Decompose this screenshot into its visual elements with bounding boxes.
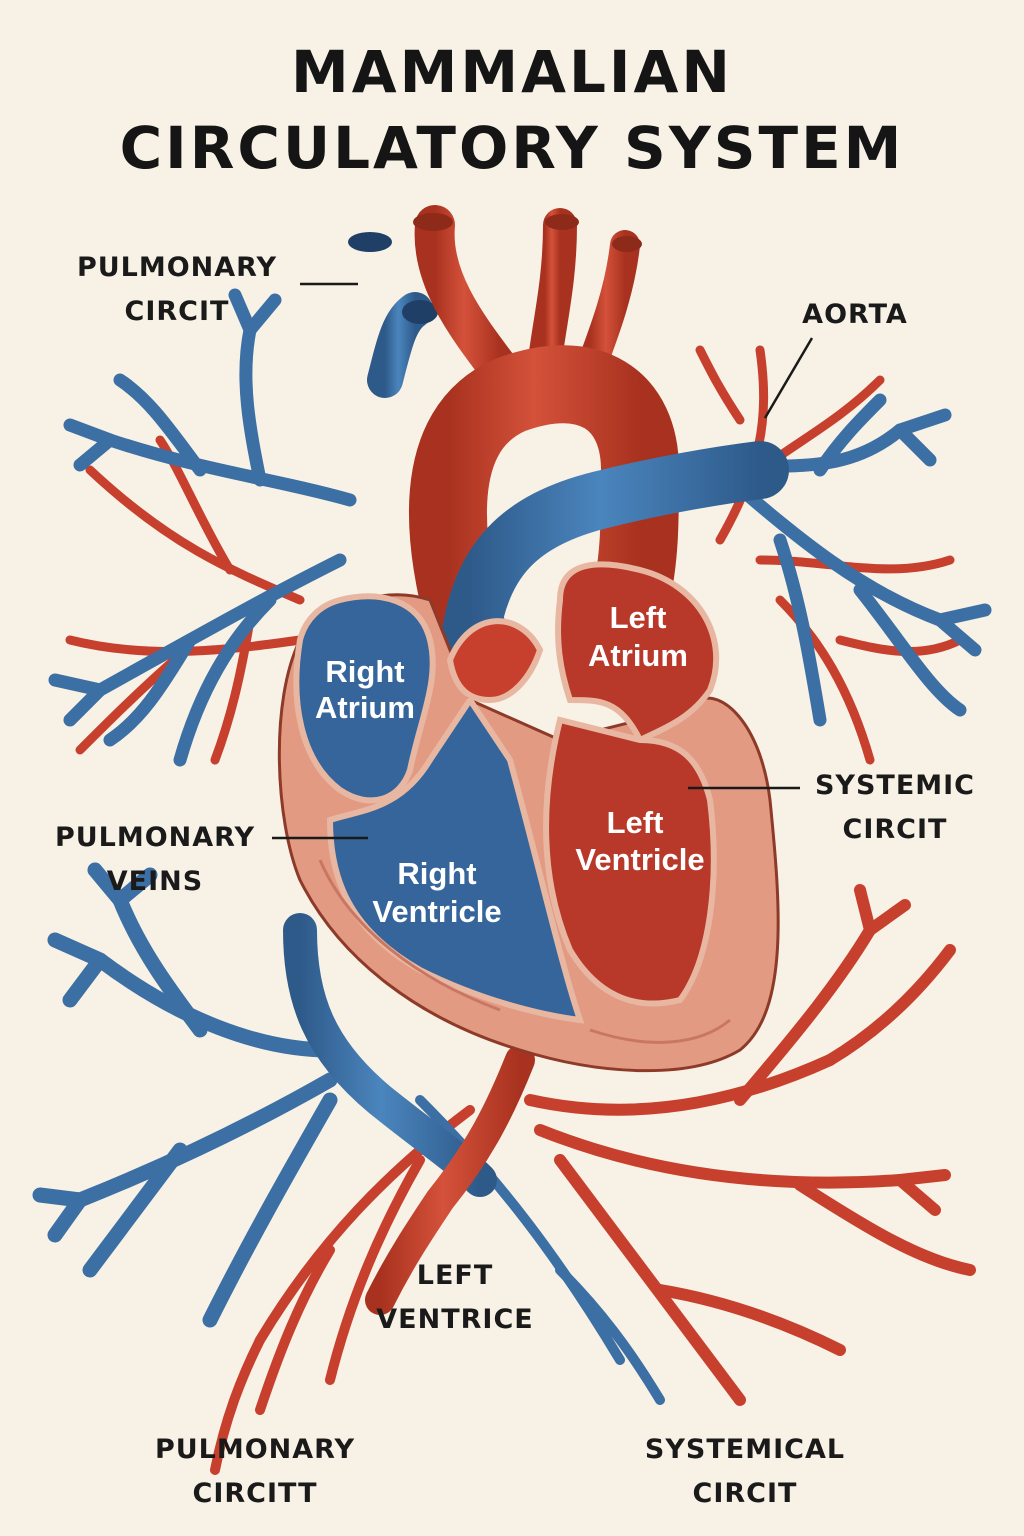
label-systemic-circit: SYSTEMIC CIRCIT [790, 764, 1000, 852]
leader-lines [272, 282, 814, 840]
left-ventricle-label-2: Ventricle [575, 842, 704, 877]
label-systemical-circit-line2: CIRCIT [692, 1478, 798, 1509]
label-pulmonary-circitt-line1: PULMONARY [154, 1434, 356, 1465]
upper-right-branches [693, 345, 992, 765]
label-pulmonary-circitt: PULMONARY CIRCITT [120, 1428, 390, 1516]
label-pulmonary-circit-line2: CIRCIT [124, 296, 230, 327]
lower-right-branches [415, 884, 976, 1406]
left-atrium-label-1: Left [610, 600, 667, 635]
title-line-1: MAMMALIAN [291, 38, 733, 106]
label-systemical-circit-line1: SYSTEMICAL [644, 1434, 846, 1465]
right-atrium-label-2: Atrium [315, 690, 415, 725]
label-pulmonary-veins: PULMONARY VEINS [30, 816, 280, 904]
label-systemical-circit: SYSTEMICAL CIRCIT [610, 1428, 880, 1516]
label-left-ventrice-line1: LEFT [416, 1260, 494, 1291]
label-aorta: AORTA [770, 293, 940, 337]
label-left-ventrice: LEFT VENTRICE [350, 1254, 560, 1342]
aortic-arch [409, 205, 680, 679]
vessel-opening [402, 300, 438, 324]
label-pulmonary-veins-line2: VEINS [106, 866, 204, 897]
title-line-2: CIRCULATORY SYSTEM [119, 114, 905, 182]
label-systemic-circit-line2: CIRCIT [842, 814, 948, 845]
upper-left-branches [48, 288, 357, 767]
label-pulmonary-circit-line1: PULMONARY [76, 252, 278, 283]
heart-body [277, 561, 780, 1073]
pulmonary-artery [441, 441, 789, 669]
vessel-opening [348, 232, 392, 252]
label-left-ventrice-line2: VENTRICE [376, 1304, 534, 1335]
left-ventricle-label-1: Left [607, 805, 664, 840]
label-systemic-circit-line1: SYSTEMIC [814, 770, 976, 801]
leader-aorta [763, 337, 814, 419]
right-atrium-label-1: Right [325, 654, 404, 689]
label-pulmonary-circitt-line2: CIRCITT [192, 1478, 318, 1509]
label-aorta-text: AORTA [802, 299, 908, 330]
lower-left-branches [32, 862, 475, 1475]
right-ventricle-label-2: Ventricle [372, 894, 501, 929]
label-pulmonary-circit: PULMONARY CIRCIT [52, 246, 302, 334]
right-ventricle-label-1: Right [397, 856, 476, 891]
left-atrium-label-2: Atrium [588, 638, 688, 673]
label-pulmonary-veins-line1: PULMONARY [54, 822, 256, 853]
descending-artery [365, 1045, 535, 1315]
